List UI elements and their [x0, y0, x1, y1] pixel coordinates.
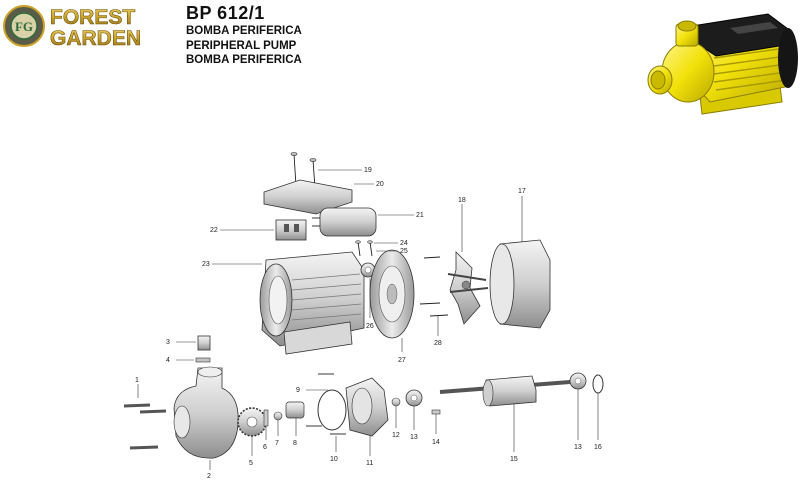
label-21: 23	[202, 261, 210, 268]
part-24-bearing	[360, 262, 376, 278]
part-13-16-bearing-circlip	[569, 372, 604, 394]
label-28: 17	[518, 188, 526, 195]
part-12-13-bearings	[391, 389, 423, 407]
label-17: 19	[364, 167, 372, 174]
label-1: 1	[135, 377, 139, 384]
label-22: 24	[400, 240, 408, 247]
part-6-7-8-small-parts	[263, 401, 305, 427]
label-23: 25	[400, 248, 408, 255]
part-21-motor-housing	[259, 251, 365, 355]
label-16: 16	[594, 444, 602, 451]
label-4: 4	[166, 357, 170, 364]
part-25-end-shield	[369, 249, 415, 339]
label-11: 11	[366, 460, 373, 467]
brand-name-line1: FOREST	[50, 6, 135, 29]
label-5: 5	[249, 460, 253, 467]
label-2: 2	[207, 473, 211, 479]
part-3-4-plug	[195, 335, 211, 363]
exploded-parts-drawing: 19 20 21 22 23 24 25 26 27 28 18 17	[123, 152, 604, 480]
label-26: 28	[434, 340, 442, 347]
label-27: 18	[458, 197, 466, 204]
label-13-a: 13	[410, 434, 418, 441]
label-10: 10	[330, 456, 338, 463]
description-line-2: PERIPHERAL PUMP	[186, 39, 297, 52]
label-3: 3	[166, 339, 170, 346]
part-26-screws	[419, 256, 449, 317]
part-5-impeller	[237, 407, 267, 437]
exploded-view-diagram: 19 20 21 22 23 24 25 26 27 28 18 17	[0, 140, 800, 480]
label-7: 7	[275, 440, 279, 447]
label-6: 6	[263, 444, 267, 451]
pump-photo-icon	[647, 13, 798, 115]
part-15-rotor	[439, 375, 571, 407]
label-8: 8	[293, 440, 297, 447]
description-line-3: BOMBA PERIFERICA	[186, 54, 302, 66]
part-2-pump-body	[173, 366, 239, 459]
label-14: 14	[432, 439, 440, 446]
part-18-cover	[263, 179, 353, 215]
part-1-screws	[123, 384, 167, 450]
part-27-fan	[447, 251, 489, 325]
part-19-capacitor	[312, 207, 377, 237]
part-14-key	[431, 409, 441, 415]
label-19: 21	[416, 212, 424, 219]
model-title: BP 612/1	[186, 3, 265, 23]
logo-mark-text: FG	[15, 19, 33, 34]
label-9: 9	[296, 387, 300, 394]
label-13-b: 13	[574, 444, 582, 451]
label-25: 27	[398, 357, 406, 364]
label-15: 15	[510, 456, 518, 463]
part-labels: 19 20 21 22 23 24 25 26 27 28 18 17	[135, 167, 602, 480]
part-22-23-screws	[355, 240, 373, 257]
product-header: BP 612/1 BOMBA PERIFERICA PERIPHERAL PUM…	[186, 2, 302, 68]
brand-logo: FG FOREST GARDEN	[2, 4, 178, 50]
description-line-1: BOMBA PERIFERICA	[186, 25, 302, 37]
part-9-10-oring	[306, 373, 347, 435]
part-28-fan-cover	[489, 239, 551, 329]
part-20-terminal-block	[275, 219, 307, 241]
brand-name-line2: GARDEN	[50, 27, 141, 48]
label-12: 12	[392, 432, 400, 439]
product-photo	[630, 6, 800, 126]
label-24: 26	[366, 323, 374, 330]
label-20: 22	[210, 227, 218, 234]
forest-garden-logo-icon: FG FOREST GARDEN	[3, 5, 141, 50]
label-18: 20	[376, 181, 384, 188]
part-11-bracket	[345, 377, 389, 437]
